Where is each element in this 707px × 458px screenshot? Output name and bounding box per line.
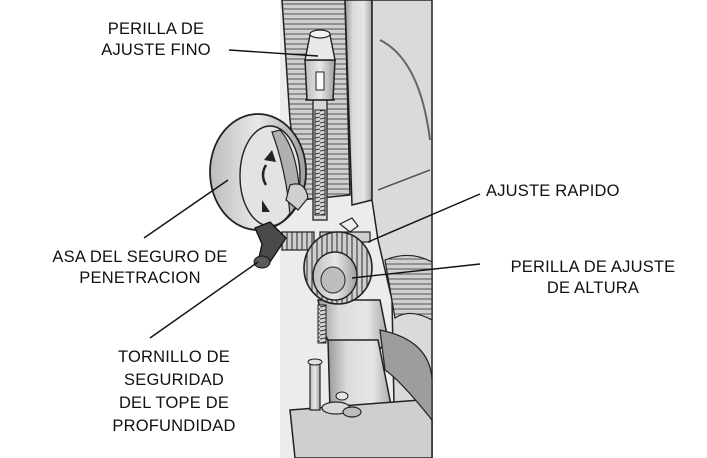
leader-plunge-lock (143, 179, 229, 239)
label-depth-stop-screw: TORNILLO DE SEGURIDAD DEL TOPE DE PROFUN… (112, 348, 236, 435)
router-body (280, 0, 433, 458)
leader-height-adjust (351, 263, 481, 279)
label-plunge-lock-handle: ASA DEL SEGURO DE PENETRACION (52, 248, 228, 287)
leader-lines (143, 49, 481, 339)
height-adjust-knob (303, 217, 373, 344)
plunge-lock-wheel (209, 113, 309, 231)
label-height-adjust-knob: PERILLA DE AJUSTE DE ALTURA (510, 258, 676, 297)
label-fine-adjust-knob: PERILLA DE AJUSTE FINO (101, 20, 211, 59)
leader-fine-adjust (228, 49, 319, 57)
lock-screw-handle (253, 221, 315, 269)
leader-quick-adjust (367, 193, 481, 243)
label-quick-adjust: AJUSTE RAPIDO (486, 182, 620, 200)
leader-depth-stop-screw (149, 261, 259, 339)
fine-adjust-rod (304, 29, 336, 221)
